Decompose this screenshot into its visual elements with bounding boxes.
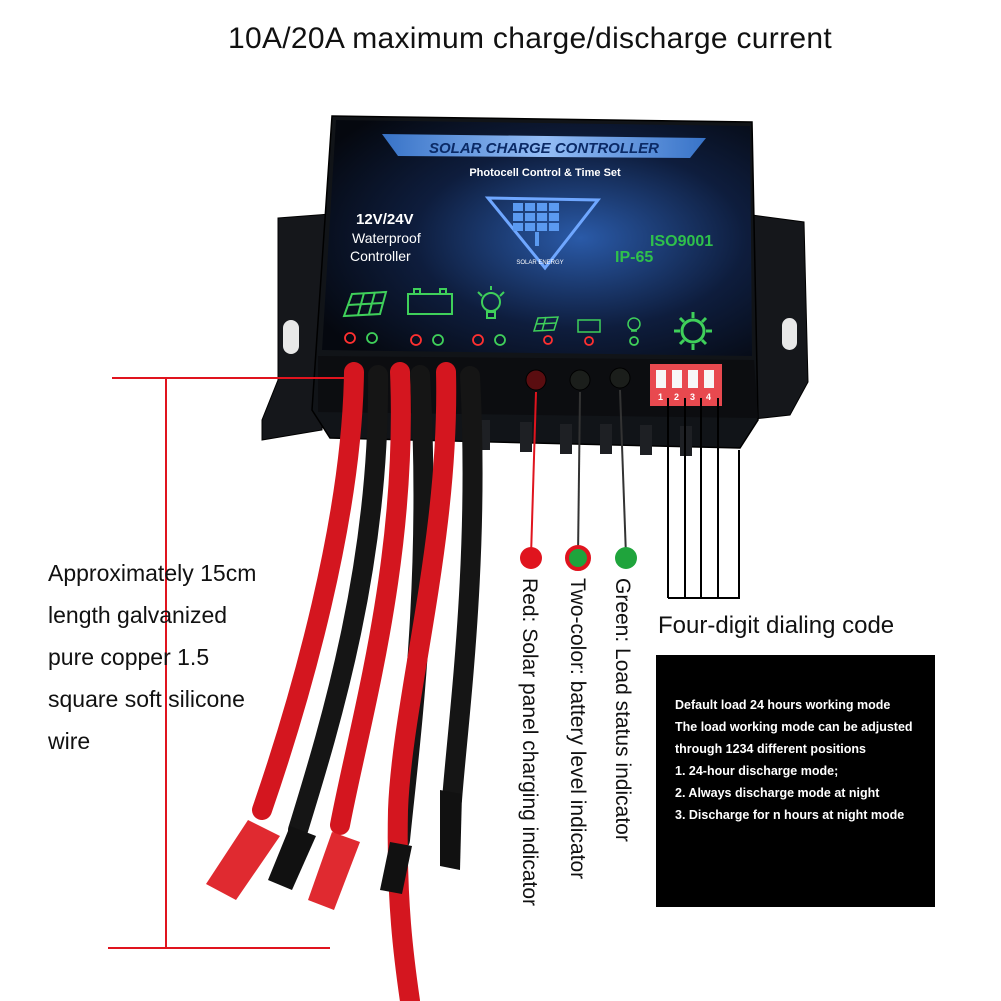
battery-icon (407, 288, 453, 315)
solar-logo-icon (513, 203, 559, 246)
wire-red-2 (330, 362, 411, 835)
red-indicator-label: Red: Solar panel charging indicator (518, 578, 541, 907)
wires (252, 362, 483, 1001)
dip-numbers: 1 2 3 4 (658, 392, 711, 402)
solar-panel-icon (342, 290, 388, 318)
title-bar (382, 134, 706, 158)
wire-black-3 (442, 366, 483, 810)
right-mount-hole (782, 318, 797, 350)
wire-description: Approximately 15cm length galvanized pur… (48, 552, 298, 762)
mode-line: The load working mode can be adjusted (675, 720, 913, 734)
device-iso: ISO9001 (650, 233, 713, 250)
device-waterproof: Waterproof (352, 230, 421, 246)
dip-number-4: 4 (706, 392, 711, 402)
logo-triangle (484, 196, 602, 271)
device-controller: Controller (350, 248, 411, 264)
device-title: SOLAR CHARGE CONTROLLER (429, 140, 659, 157)
red-indicator-dot (520, 547, 542, 569)
bicolor-indicator-dot (565, 545, 591, 571)
gear-icon (674, 312, 712, 350)
wire-description-line: pure copper 1.5 (48, 644, 210, 670)
mode-line: 1. 24-hour discharge mode; (675, 764, 839, 778)
device-ip: IP-65 (615, 249, 653, 266)
dip-levers (656, 370, 714, 388)
polarity-marks (344, 332, 639, 346)
mode-line: through 1234 different positions (675, 742, 866, 756)
small-solar-icon (532, 316, 560, 332)
wire-description-line: Approximately 15cm (48, 560, 257, 586)
green-indicator-label: Green: Load status indicator (611, 578, 634, 842)
mode-description-box: Default load 24 hours working mode The l… (656, 655, 935, 907)
dip-number-2: 2 (674, 392, 679, 402)
device-voltage: 12V/24V (356, 211, 414, 228)
wire-description-line: square soft silicone (48, 686, 245, 712)
dip-leader-lines (667, 398, 740, 599)
dip-switch-title: Four-digit dialing code (658, 612, 895, 639)
green-indicator-dot (615, 547, 637, 569)
mode-line: 2. Always discharge mode at night (675, 786, 880, 800)
wire-description-line: length galvanized (48, 602, 228, 628)
mode-line: 3. Discharge for n hours at night mode (675, 808, 905, 822)
bicolor-led (569, 369, 591, 391)
wire-red-1 (252, 362, 364, 820)
red-led (525, 369, 547, 391)
wire-description-line: wire (48, 728, 91, 754)
wire-sleeves (206, 790, 462, 910)
bicolor-indicator-label: Two-color: battery level indicator (566, 578, 589, 880)
green-led (609, 367, 631, 389)
load-bulb-icon (477, 286, 505, 319)
headline: 10A/20A maximum charge/discharge current (228, 22, 832, 55)
left-mount-hole (283, 320, 299, 354)
dip-number-3: 3 (690, 392, 695, 402)
wire-black-1 (288, 365, 389, 840)
mode-line: Default load 24 hours working mode (675, 698, 891, 712)
dip-number-1: 1 (658, 392, 663, 402)
small-bulb-icon (627, 317, 641, 332)
wire-red-3 (387, 362, 457, 1001)
device-logo-caption: SOLAR ENERGY (516, 260, 563, 266)
length-dimension-marker (108, 377, 352, 949)
small-battery-icon (577, 319, 601, 333)
device-subtitle: Photocell Control & Time Set (469, 167, 621, 179)
indicator-leaders (530, 389, 627, 557)
